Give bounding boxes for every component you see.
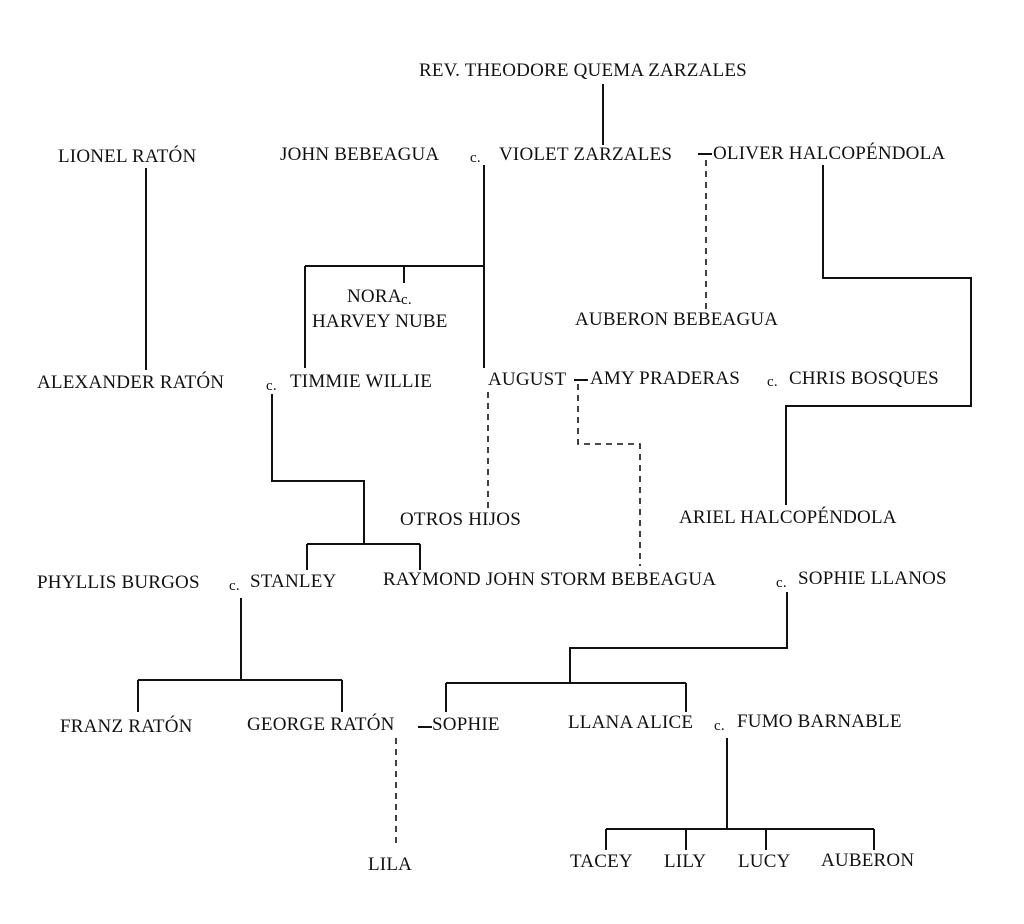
line-llana-fumo-children [605,738,875,850]
line-raymond-sophie-children [445,592,788,712]
line-oliver-ariel [785,165,972,505]
person-ariel: ARIEL HALCOPÉNDOLA [679,507,897,528]
person-nora: NORA [347,286,402,307]
person-phyllis: PHYLLIS BURGOS [37,572,200,593]
person-raymond: RAYMOND JOHN STORM BEBEAGUA [383,569,717,590]
person-harvey: HARVEY NUBE [312,311,448,332]
person-auberon-bebeagua: AUBERON BEBEAGUA [575,309,779,330]
person-violet: VIOLET ZARZALES [499,144,673,165]
person-lila: LILA [368,854,413,875]
person-stanley: STANLEY [250,571,337,592]
line-august-amy-raymond [577,384,641,566]
person-sophie-llanos: SOPHIE LLANOS [798,568,947,589]
marriage-marker: c. [401,292,412,308]
person-otros-hijos: OTROS HIJOS [400,509,521,530]
line-john-violet-children [304,165,485,368]
marriage-marker: c. [776,575,787,591]
marriage-marker: c. [767,374,778,390]
person-timmie: TIMMIE WILLIE [290,371,433,392]
marriage-marker: c. [266,378,277,394]
person-llana: LLANA ALICE [568,712,694,733]
person-theodore: REV. THEODORE QUEMA ZARZALES [419,60,747,81]
person-lionel: LIONEL RATÓN [58,146,197,167]
person-franz: FRANZ RATÓN [60,716,193,737]
person-alexander: ALEXANDER RATÓN [37,372,225,393]
marriage-marker: c. [714,718,725,734]
line-alexander-timmie-children [271,394,421,570]
person-fumo: FUMO BARNABLE [737,711,902,732]
person-auberon: AUBERON [821,850,915,871]
person-chris: CHRIS BOSQUES [789,368,939,389]
person-august: AUGUST [488,369,567,390]
person-amy: AMY PRADERAS [590,368,741,389]
person-lily: LILY [664,851,707,872]
line-phyllis-stanley-children [137,598,343,712]
person-lucy: LUCY [738,851,791,872]
person-tacey: TACEY [570,851,633,872]
person-oliver: OLIVER HALCOPÉNDOLA [713,143,946,164]
person-john: JOHN BEBEAGUA [280,144,440,165]
person-sophie: SOPHIE [432,714,500,735]
person-george: GEORGE RATÓN [247,714,395,735]
marriage-marker: c. [470,150,481,166]
marriage-marker: c. [229,578,240,594]
